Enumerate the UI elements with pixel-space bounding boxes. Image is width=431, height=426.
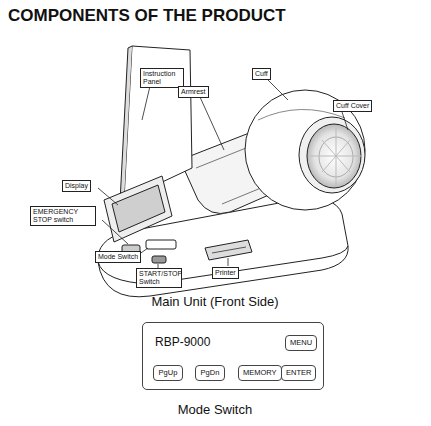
callout-text: Armrest — [181, 88, 206, 96]
display — [104, 176, 172, 242]
leader-line — [228, 258, 229, 266]
leader-line — [268, 80, 288, 100]
button: PgDn — [195, 365, 225, 381]
callout-box: Printer — [212, 267, 239, 279]
callout-box: START/STOP Switch — [136, 268, 182, 288]
callout-text: EMERGENCY STOP switch — [33, 208, 93, 224]
callout-text: Cuff Cover — [336, 102, 369, 110]
button: PgUp — [153, 365, 183, 381]
button-label: PgUp — [158, 369, 178, 377]
button-label: PgDn — [200, 369, 220, 377]
callout-text: Cuff — [255, 70, 268, 78]
start-stop — [152, 256, 166, 263]
callout-box: Cuff Cover — [333, 100, 372, 112]
panel-edge — [120, 46, 132, 202]
callout-box: EMERGENCY STOP switch — [30, 206, 96, 226]
instruction-panel — [124, 46, 192, 200]
callout-box: Display — [62, 180, 91, 192]
leader-line — [342, 112, 348, 130]
callout-box: Cuff — [252, 68, 271, 80]
model-name: RBP-9000 — [155, 335, 210, 349]
cuff-cover — [299, 117, 365, 193]
callout-text: Instruction Panel — [143, 70, 181, 86]
cuff-rays — [310, 128, 362, 186]
leader-line — [98, 188, 118, 205]
page-title: COMPONENTS OF THE PRODUCT — [8, 6, 286, 26]
callout-text: Printer — [215, 269, 236, 277]
callout-text: Mode Switch — [98, 253, 138, 261]
leader-line — [200, 97, 224, 150]
display-screen — [112, 185, 165, 232]
callout-text: START/STOP Switch — [139, 270, 179, 286]
leader-line — [142, 86, 150, 120]
leader-lines — [98, 80, 348, 268]
leader-line — [102, 220, 128, 244]
button-label: MENU — [290, 339, 312, 347]
button-label: MEMORY — [243, 369, 277, 377]
button: ENTER — [281, 365, 316, 381]
button: MEMORY — [238, 365, 282, 381]
printer-slot — [212, 247, 246, 253]
cuff-opening — [307, 124, 361, 188]
button: MENU — [285, 335, 317, 351]
callout-box: Armrest — [178, 86, 209, 98]
callout-text: Display — [65, 182, 88, 190]
mode-switch — [146, 240, 176, 249]
button-label: ENTER — [286, 369, 311, 377]
callout-box: Mode Switch — [95, 251, 141, 263]
mode-switch-panel: RBP-9000 MENU PgUp PgDn MEMORY ENTER — [142, 322, 324, 390]
printer — [205, 240, 252, 260]
caption: Main Unit (Front Side) — [151, 294, 278, 309]
caption: Mode Switch — [178, 402, 252, 417]
